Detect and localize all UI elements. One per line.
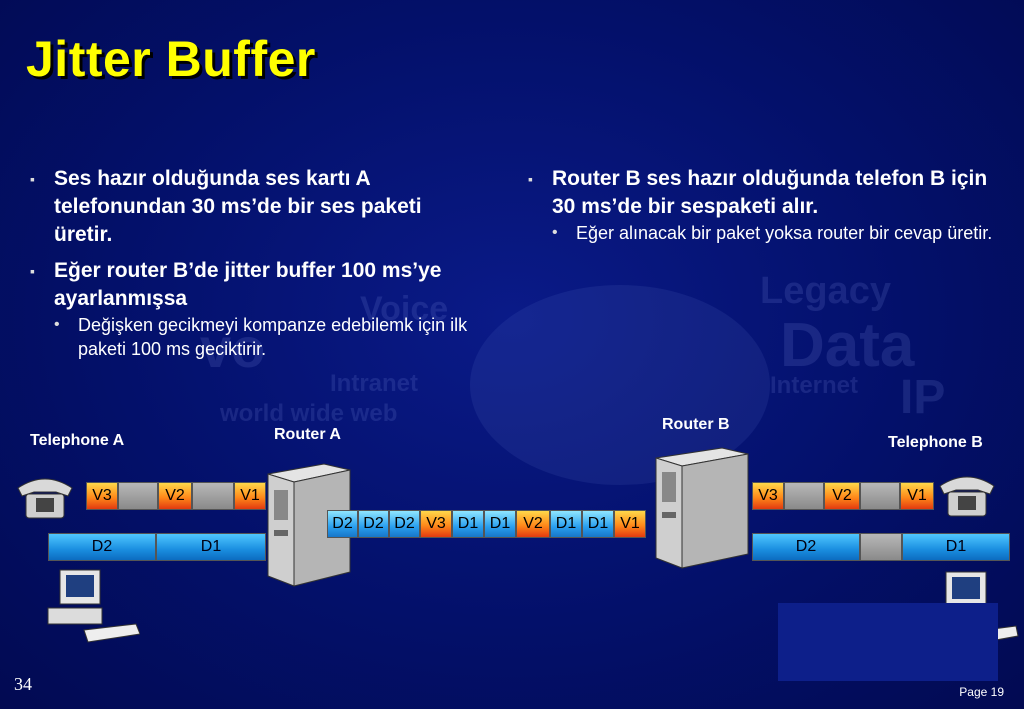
data-packet: D1 [550,510,582,538]
left-bullet-1: Ses hazır olduğunda ses kartı A telefonu… [30,165,470,249]
voice-packet: V3 [86,482,118,510]
voice-packet: V1 [234,482,266,510]
gap [860,533,902,561]
watermark-internet: Internet [770,372,859,399]
gap [860,482,900,510]
gap [192,482,234,510]
watermark-legacy: Legacy [760,270,891,312]
left-bullet-2: Eğer router B’de jitter buffer 100 ms’ye… [30,257,470,313]
data-packet: D2 [752,533,860,561]
router-a-icon [267,463,351,587]
data-packet: D1 [484,510,516,538]
voice-packet: V2 [824,482,860,510]
router-a-label: Router A [274,426,341,443]
slide-number: 34 [14,674,32,694]
background-panel [778,603,998,681]
right-subbullet-1: Eğer alınacak bir paket yoksa router bir… [552,221,998,245]
left-subbullet-1: Değişken gecikmeyi kompanze edebilemk iç… [54,313,470,361]
data-packet: D2 [327,510,358,538]
telephone-a-label: Telephone A [30,432,125,449]
data-packet: D1 [902,533,1010,561]
left-bullets: Ses hazır olduğunda ses kartı A telefonu… [30,165,470,361]
telephone-b-icon [939,476,995,517]
telephone-a-icon [17,478,73,519]
data-packet: D2 [358,510,389,538]
voice-packet: V3 [752,482,784,510]
telephone-b-label: Telephone B [888,434,983,451]
voice-packet: V2 [158,482,192,510]
data-packet: D2 [48,533,156,561]
watermark-intranet: Intranet [330,370,419,397]
router-b-label: Router B [662,416,730,433]
voice-packet: V1 [900,482,934,510]
page-title: Jitter Buffer [26,31,316,87]
voice-packet: V3 [420,510,452,538]
router-b-icon [655,447,749,569]
computer-a-icon [47,569,140,643]
watermark-www: world wide web [220,400,398,427]
data-packet: D1 [582,510,614,538]
data-packet: D1 [452,510,484,538]
right-bullet-1: Router B ses hazır olduğunda telefon B i… [528,165,998,221]
gap [118,482,158,510]
watermark-data: Data [780,311,915,380]
gap [784,482,824,510]
data-packet: D2 [389,510,420,538]
watermark-ip: IP [900,371,946,424]
voice-packet: V2 [516,510,550,538]
page-label: Page 19 [959,685,1004,699]
voice-packet: V1 [614,510,646,538]
data-packet: D1 [156,533,266,561]
right-bullets: Router B ses hazır olduğunda telefon B i… [528,165,998,245]
